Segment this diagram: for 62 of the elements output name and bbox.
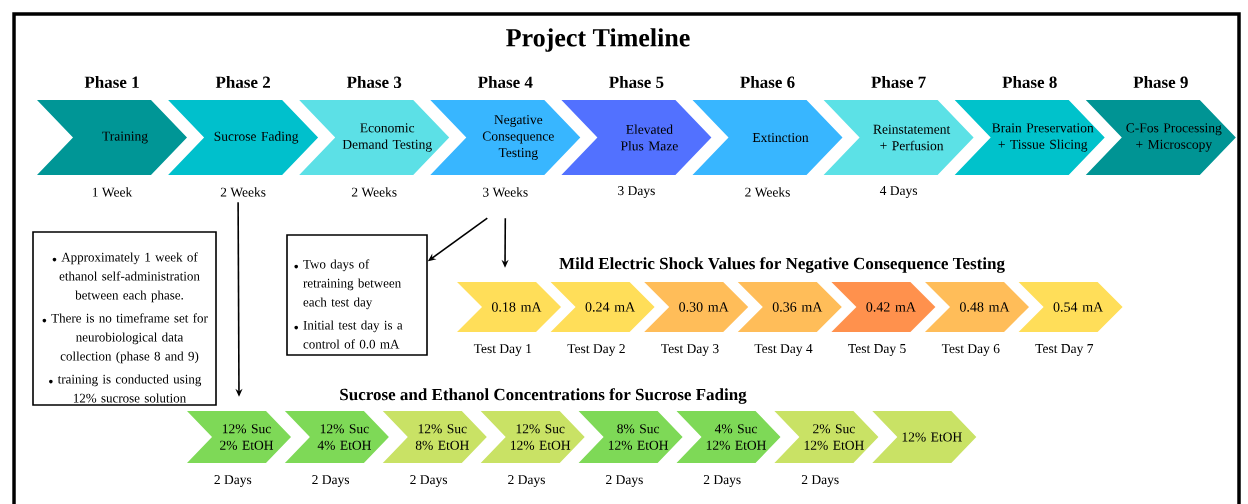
shock-value-box: 0.36 mA: [737, 282, 842, 332]
phase-heading: Phase 4: [478, 76, 533, 88]
phase-heading: Phase 9: [1133, 76, 1188, 88]
duration-label: Test Day 6: [941, 344, 1000, 356]
concentration-box: 12% EtOH: [872, 411, 977, 463]
duration-label: 2 Weeks: [351, 187, 397, 197]
duration-label: Test Day 1: [473, 344, 532, 356]
duration-label: 3 Days: [618, 186, 655, 198]
phase-box: Sucrose Fading: [168, 100, 319, 175]
duration-label: 2 Weeks: [220, 187, 266, 197]
phase-heading: Phase 6: [740, 76, 795, 88]
note-box: [32, 231, 217, 406]
shock-value-box: 0.18 mA: [457, 282, 561, 332]
concentration-box: 8% Suc 12% EtOH: [578, 411, 683, 463]
shock-value-box: 0.48 mA: [925, 282, 1029, 332]
phase-heading: Phase 1: [84, 76, 139, 88]
phase-box: Training: [37, 100, 187, 175]
duration-label: 2 Days: [312, 475, 350, 487]
duration-label: 1 Week: [92, 187, 133, 197]
concentration-box: 12% Suc 12% EtOH: [480, 411, 585, 463]
bullet-text: Two days of retraining between each test day: [303, 259, 401, 310]
phase-heading: Phase 3: [346, 76, 402, 88]
duration-label: 2 Days: [703, 475, 741, 487]
phase-box: Brain Preservation + Tissue Slicing: [954, 100, 1105, 175]
concentration-box: 2% Suc 12% EtOH: [774, 411, 879, 463]
shock-value-box: 0.54 mA: [1018, 282, 1123, 332]
bullet-text: Approximately 1 week of ethanol self-administration between each phase.: [59, 252, 200, 303]
shock-value-box: 0.30 mA: [644, 282, 749, 332]
concentration-box: 4% Suc 12% EtOH: [676, 411, 781, 463]
duration-label: Test Day 3: [661, 344, 719, 356]
title: Project Timeline: [506, 28, 690, 52]
bullet-text: Initial test day is a control of 0.0 mA: [303, 320, 403, 349]
duration-label: 2 Days: [410, 475, 448, 487]
duration-label: 2 Days: [801, 475, 839, 487]
bullet-text: There is no timeframe set for neurobiological data collection (phase 8 and 9): [51, 313, 208, 364]
duration-label: 4 Days: [879, 186, 918, 198]
section-heading: Sucrose and Ethanol Concentrations for Sucrose Fading: [340, 388, 747, 404]
shock-value-box: 0.42 mA: [831, 282, 936, 332]
duration-label: 2 Days: [508, 475, 545, 487]
bullet-text: training is conducted using 12% sucrose solution: [57, 374, 202, 403]
phase-box: Reinstatement + Perfusion: [823, 100, 974, 175]
duration-label: 2 Days: [214, 475, 252, 487]
phase-box: Economic Demand Testing: [299, 100, 450, 175]
phase-heading: Phase 7: [871, 76, 926, 88]
phase-heading: Phase 5: [609, 76, 664, 88]
duration-label: 3 Weeks: [483, 187, 528, 197]
concentration-box: 12% Suc 2% EtOH: [187, 411, 291, 463]
note-box: [286, 234, 428, 356]
duration-label: Test Day 2: [567, 344, 625, 356]
phase-box: Elevated Plus Maze: [561, 100, 712, 175]
concentration-box: 12% Suc 8% EtOH: [382, 411, 487, 463]
concentration-box: 12% Suc 4% EtOH: [284, 411, 389, 463]
shock-value-box: 0.24 mA: [550, 282, 655, 332]
phase-heading: Phase 2: [215, 76, 270, 88]
duration-label: Test Day 7: [1035, 344, 1094, 356]
phase-heading: Phase 8: [1002, 76, 1057, 88]
phase-box: Extinction: [692, 100, 843, 175]
duration-label: 2 Days: [606, 475, 643, 487]
duration-label: 2 Weeks: [745, 187, 790, 197]
section-heading: Mild Electric Shock Values for Negative Consequence Testing: [559, 257, 1005, 273]
duration-label: Test Day 4: [754, 344, 813, 356]
duration-label: Test Day 5: [848, 344, 906, 356]
